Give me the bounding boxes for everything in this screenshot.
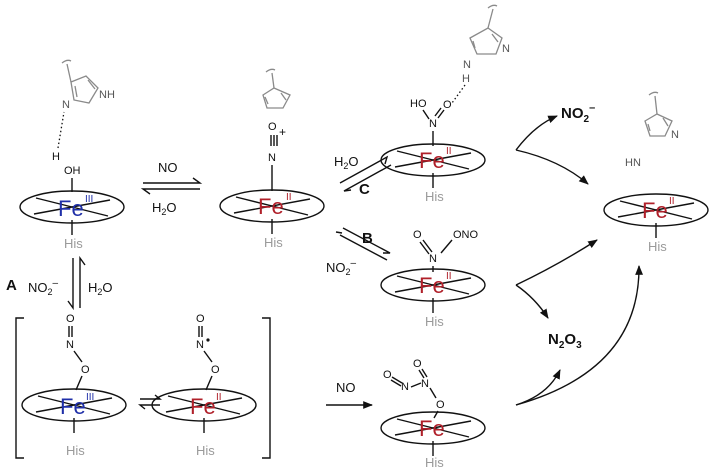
nitrosyl-charge: + [279,125,286,139]
nitrogen: N [421,378,429,390]
iron-center: Fe [190,394,216,419]
nitrogen: N [66,339,74,351]
reagent-water: H2O [152,200,177,217]
oxygen: O [196,313,205,325]
oxygen: O [436,399,445,411]
arrow-heme5-to-n2o3 [515,369,561,406]
iron-center: Fe [419,148,445,173]
product-nitrite: NO2– [561,102,595,125]
oxygen: O [211,364,220,376]
heme-fe2-o-n2o3: O N N O O Fe His [380,358,486,468]
equilibrium-arrow-isomer [138,394,162,410]
oxidation-state: II [446,146,452,157]
proximal-histidine: His [66,443,85,458]
oxidation-state: II [216,392,222,403]
proximal-histidine: His [425,314,444,329]
oxidation-state: II [446,271,452,282]
reagent-water: H2O [88,280,113,297]
oxygen: O [66,313,75,325]
reagent-no: NO [158,160,178,175]
oxygen: O [383,369,392,381]
proximal-histidine: His [425,189,444,204]
imidazole-h: H [462,73,470,85]
heme-fe3-nitrite: O N O Fe III His [21,313,127,458]
oxygen: O [413,358,422,370]
imidazole-nh: NH [99,89,115,101]
oxidation-state: III [85,194,93,205]
heme-fe2-product: HN N Fe II His [603,91,709,254]
iron-center: Fe [642,198,668,223]
proximal-histidine: His [425,455,444,468]
oxidation-state: II [286,192,292,203]
imidazole-histidine-distal: HN N [625,91,679,169]
reagent-nitrite: NO2– [326,258,357,277]
equilibrium-arrow-no: NO H2O [140,160,203,217]
iron-center: Fe [419,416,445,441]
arrow-heme4-to-product [515,239,598,286]
iron-center: Fe [258,194,284,219]
oxidation-state: II [669,196,675,207]
reagent-nitrite: NO2– [28,278,59,297]
imidazole-hn: HN [625,157,641,169]
nitrogen: N [429,253,437,265]
ono-group: ONO [453,229,479,241]
imidazole-histidine-distal: NH N [61,59,115,111]
radical-dot [206,338,210,342]
reaction-arrow-no: NO [326,380,373,409]
proximal-histidine: His [648,239,667,254]
iron-center: Fe [60,394,86,419]
pathway-label-c: C [359,181,370,198]
arrow-heme5-to-product [515,265,643,406]
hydroxyl-group: HO [410,98,427,110]
bracket-right [262,317,271,459]
nitrosyl-nitrogen: N [268,152,276,164]
imidazole-n: N [62,99,70,111]
heme-fe2-nitrous-acid: N N H HO O N Fe II His [380,4,510,204]
proximal-histidine: His [64,236,83,251]
h-bond-hydrogen: H [52,151,60,163]
imidazole-histidine-distal [262,68,291,109]
equilibrium-arrow-a: A NO2– H2O [6,255,113,311]
heme-fe2-nitrosyl: O + N Fe II His [219,68,325,250]
hydroxo-ligand: OH [64,165,81,177]
nitroso-oxygen: O [443,99,452,111]
heme-fe2-n2o3: O ONO N Fe II His [380,229,486,329]
pathway-label-b: B [362,230,373,247]
nitrosyl-oxygen: O [268,121,277,133]
reagent-water: H2O [334,154,359,171]
equilibrium-arrow-c: H2O C [334,154,392,198]
nitrogen: N [196,339,204,351]
arrow-heme3-to-product [515,149,589,185]
imidazole-histidine-distal: N N H [462,4,510,85]
bracket-left [15,317,24,459]
pathway-label-a: A [6,277,17,294]
imidazole-n: N [671,129,679,141]
equilibrium-arrow-b: B NO2– [326,227,391,277]
nitro-oxygen: O [413,229,422,241]
reagent-no: NO [336,380,356,395]
iron-center: Fe [419,273,445,298]
proximal-histidine: His [264,235,283,250]
imidazole-n: N [463,59,471,71]
heme-fe2-nitrite-radical: O N O Fe II His [151,313,257,458]
nitrogen: N [429,118,437,130]
arrow-to-nitrite [515,115,558,151]
imidazole-n: N [502,43,510,55]
oxygen: O [81,364,90,376]
heme-fe3-hydroxo: NH N H OH Fe III His [19,59,125,251]
product-n2o3: N2O3 [548,331,582,351]
nitrogen: N [401,381,409,393]
proximal-histidine: His [196,443,215,458]
iron-center: Fe [58,196,84,221]
oxidation-state: III [86,392,94,403]
arrow-heme4-to-n2o3 [515,284,549,319]
